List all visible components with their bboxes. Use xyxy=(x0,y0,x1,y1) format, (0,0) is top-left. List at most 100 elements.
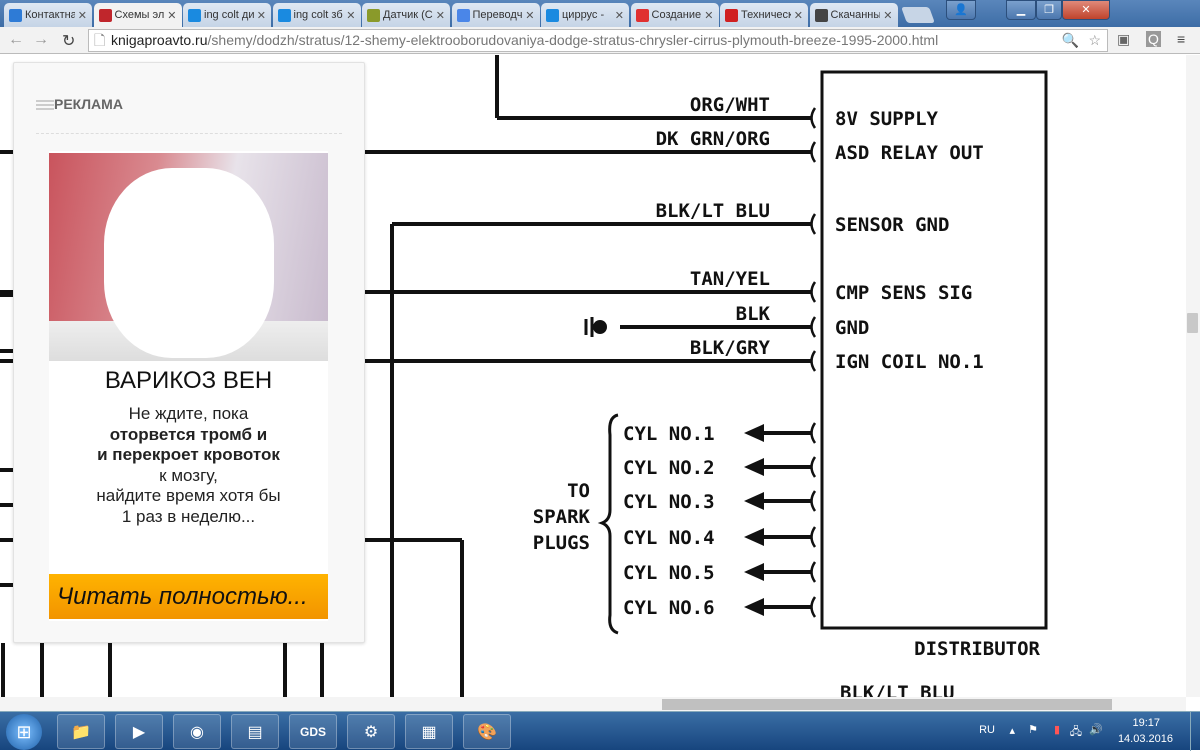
ad-card[interactable]: ВАРИКОЗ ВЕН Не ждите, пока оторвется тро… xyxy=(49,151,328,621)
address-bar[interactable]: 🗋 knigaproavto.ru/shemy/dodzh/stratus/12… xyxy=(88,29,1108,52)
profile-button[interactable]: 👤 xyxy=(946,0,976,20)
tab-close-icon[interactable]: ✕ xyxy=(346,9,356,22)
new-tab-button[interactable] xyxy=(901,7,935,23)
site-c-icon xyxy=(98,8,112,22)
tab-title: Контактна xyxy=(25,9,75,21)
connector-terminal xyxy=(810,213,817,235)
url-path: /shemy/dodzh/stratus/12-shemy-elektroobo… xyxy=(207,32,939,48)
clock-date[interactable]: 14.03.2016 xyxy=(1117,733,1173,745)
ad-line: Не ждите, пока xyxy=(128,404,249,423)
cylinder-label: CYL NO.3 xyxy=(623,491,715,513)
media-player-icon[interactable]: ▶ xyxy=(115,714,163,749)
tab[interactable]: ing colt ди✕ xyxy=(183,3,271,27)
horizontal-scroll-thumb[interactable] xyxy=(662,699,1112,710)
tab[interactable]: Контактна✕ xyxy=(4,3,92,27)
tab-close-icon[interactable]: ✕ xyxy=(77,9,87,22)
ad-image[interactable] xyxy=(49,153,328,361)
cylinder-label: CYL NO.5 xyxy=(623,562,715,584)
taskbar: ⊞ 📁 ▶ ◉ ▤ GDS ⚙ ▦ 🎨 RU ▴ ⚑ ▮ 🖧 🔊 19:17 14.03.20… xyxy=(0,711,1200,751)
tab-title: Схемы эле xyxy=(114,9,165,21)
arrow-icon xyxy=(744,563,764,581)
action-center-flag-icon[interactable]: ⚑ xyxy=(1028,724,1038,736)
tab-close-icon[interactable]: ✕ xyxy=(167,9,177,22)
close-window-button[interactable]: ✕ xyxy=(1062,0,1110,20)
pin-label: CMP SENS SIG xyxy=(835,282,972,304)
tab[interactable]: Схемы эле✕ xyxy=(93,3,182,27)
search-q-icon xyxy=(277,8,291,22)
page-icon: 🗋 xyxy=(94,32,106,48)
tab-title: ing colt ди xyxy=(204,9,254,21)
bottom-wire-label: BLK/LT BLU xyxy=(840,682,954,697)
ad-line: 1 раз в неделю... xyxy=(121,506,256,526)
tab-close-icon[interactable]: ✕ xyxy=(256,9,266,22)
distributor-label: DISTRIBUTOR xyxy=(914,638,1040,660)
chrome-icon[interactable]: ◉ xyxy=(173,714,221,749)
wire-color-label: TAN/YEL xyxy=(690,268,770,290)
search-q-icon xyxy=(546,8,559,22)
scanner-icon[interactable]: ⚙ xyxy=(347,714,395,749)
brace xyxy=(597,413,619,635)
tab-close-icon[interactable]: ✕ xyxy=(704,9,714,22)
v-icon xyxy=(725,8,738,22)
tab[interactable]: Создание✕ xyxy=(630,3,719,27)
spark-plugs-label: TO xyxy=(567,480,590,502)
tab-close-icon[interactable]: ✕ xyxy=(614,9,624,22)
tab[interactable]: циррус - ✕ xyxy=(541,3,629,27)
arrow-icon xyxy=(744,424,764,442)
show-desktop-button[interactable] xyxy=(1190,712,1200,751)
ad-header-label: РЕКЛАМА xyxy=(54,96,123,112)
minimize-button[interactable]: ▁ xyxy=(1006,0,1036,20)
back-icon[interactable]: ← xyxy=(8,31,24,48)
notepad-icon[interactable]: ▤ xyxy=(231,714,279,749)
vk-icon xyxy=(9,8,22,22)
tab-close-icon[interactable]: ✕ xyxy=(793,9,803,22)
vertical-scroll-thumb[interactable] xyxy=(1187,313,1198,333)
maximize-button[interactable]: ❐ xyxy=(1036,0,1062,20)
wire-color-label: BLK xyxy=(736,303,771,325)
zoom-icon[interactable]: 🔍 xyxy=(1061,32,1079,48)
search-q-icon xyxy=(188,8,201,22)
divider xyxy=(36,133,342,134)
tab-close-icon[interactable]: ✕ xyxy=(883,9,893,22)
paint-icon[interactable]: 🎨 xyxy=(463,714,511,749)
arrow-icon xyxy=(744,528,764,546)
connector-terminal xyxy=(810,107,817,129)
read-more-button[interactable]: Читать полностью... xyxy=(49,574,328,619)
tab[interactable]: Скачанны✕ xyxy=(809,3,898,27)
tab-title: ing colt зб xyxy=(293,9,343,21)
tab-strip: Контактна✕Схемы эле✕ing colt ди✕ing colt… xyxy=(0,0,1200,27)
clock-time[interactable]: 19:17 xyxy=(1132,717,1160,729)
tab[interactable]: Техническ✕ xyxy=(720,3,808,27)
tab[interactable]: Переводч✕ xyxy=(451,3,540,27)
tab[interactable]: ing colt зб✕ xyxy=(272,3,361,27)
pin-label: SENSOR GND xyxy=(835,214,949,236)
tab-close-icon[interactable]: ✕ xyxy=(435,9,445,22)
vertical-scrollbar[interactable] xyxy=(1186,55,1200,697)
volume-icon[interactable]: 🔊 xyxy=(1089,724,1103,736)
explorer-icon[interactable]: 📁 xyxy=(57,714,105,749)
extension-icon[interactable]: ▣ xyxy=(1117,31,1131,47)
language-indicator[interactable]: RU xyxy=(979,724,995,736)
bookmark-star-icon[interactable]: ☆ xyxy=(1088,32,1101,48)
ad-header: РЕКЛАМА xyxy=(36,96,123,112)
reload-icon[interactable]: ↻ xyxy=(62,33,76,50)
wire-color-label: ORG/WHT xyxy=(690,94,770,116)
gds-icon[interactable]: GDS xyxy=(289,714,337,749)
search-extension-icon[interactable]: Q xyxy=(1146,31,1161,47)
start-button[interactable]: ⊞ xyxy=(6,714,42,750)
menu-icon[interactable]: ≡ xyxy=(1177,31,1186,47)
tab-close-icon[interactable]: ✕ xyxy=(525,9,535,22)
tab[interactable]: Датчик (С✕ xyxy=(362,3,450,27)
window-app-icon[interactable]: ▦ xyxy=(405,714,453,749)
flower-icon xyxy=(635,8,649,22)
power-icon[interactable]: ▮ xyxy=(1053,724,1060,736)
pin-label: ASD RELAY OUT xyxy=(835,142,984,164)
network-icon[interactable]: 🖧 xyxy=(1069,726,1082,738)
connector-terminal xyxy=(810,561,817,583)
wire-color-label: BLK/LT BLU xyxy=(656,200,770,222)
connector-terminal xyxy=(810,490,817,512)
show-hidden-icons[interactable]: ▴ xyxy=(1009,725,1015,737)
forward-icon[interactable]: → xyxy=(33,31,49,48)
spark-plugs-label: PLUGS xyxy=(533,532,590,554)
